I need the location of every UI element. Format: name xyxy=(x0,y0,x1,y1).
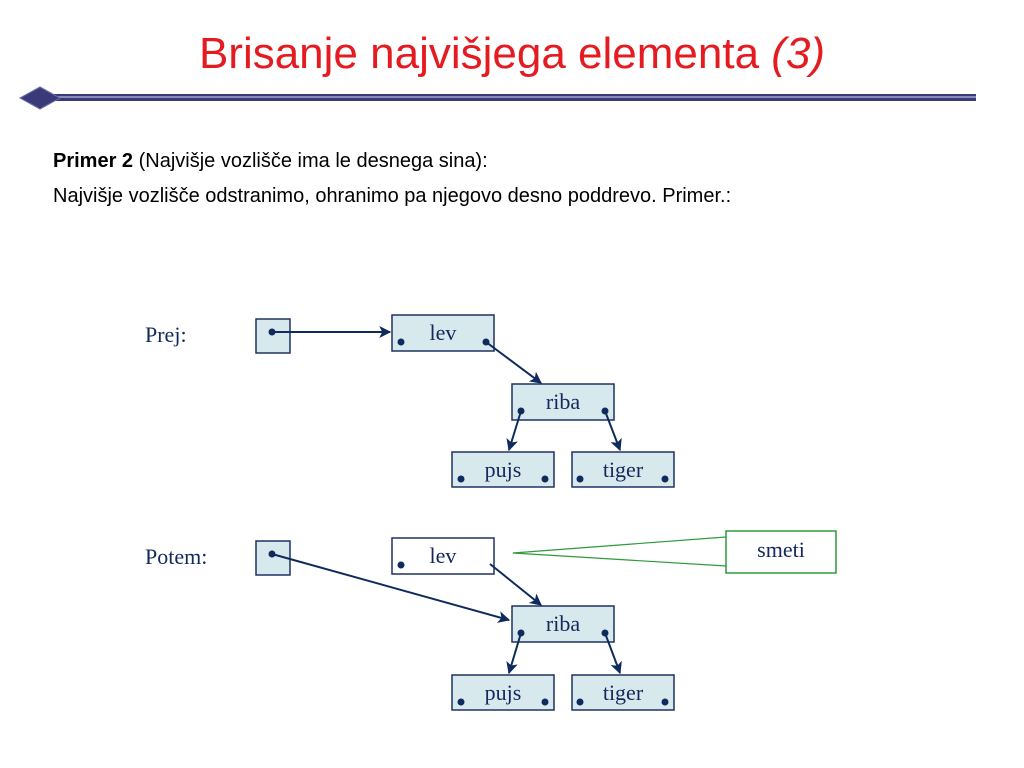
right-pointer-dot xyxy=(661,475,669,483)
pointer-box xyxy=(255,540,291,576)
left-pointer-dot xyxy=(517,629,525,637)
left-pointer-dot xyxy=(397,561,405,569)
node-label: riba xyxy=(546,611,580,636)
right-pointer-dot xyxy=(601,629,609,637)
left-pointer-dot xyxy=(576,475,584,483)
body-line-1: Primer 2 (Najvišje vozlišče ima le desne… xyxy=(53,144,731,179)
node-box xyxy=(571,451,675,488)
example-description: (Najvišje vozlišče ima le desnega sina): xyxy=(133,150,488,172)
slide-body: Primer 2 (Najvišje vozlišče ima le desne… xyxy=(53,144,731,214)
before-node-riba: riba xyxy=(511,383,615,421)
node-label: lev xyxy=(430,320,457,345)
after-pointer-box xyxy=(255,540,291,576)
left-pointer-dot xyxy=(457,698,465,706)
after-arrow-root-riba xyxy=(271,553,511,623)
right-pointer-dot xyxy=(482,338,490,346)
body-line-2: Najvišje vozlišče odstranimo, ohranimo p… xyxy=(53,185,732,207)
title-main: Brisanje najvišjega elementa xyxy=(198,29,760,78)
before-arrow-lev-riba xyxy=(485,341,542,384)
node-label: pujs xyxy=(485,680,522,705)
before-arrow-riba-pujs xyxy=(506,410,522,452)
node-label: riba xyxy=(546,389,580,414)
pointer-dot xyxy=(268,328,276,336)
node-label: lev xyxy=(430,543,457,568)
right-pointer-dot xyxy=(541,698,549,706)
pointer-dot xyxy=(268,550,276,558)
garbage-callout: smeti xyxy=(512,530,837,574)
node-label: pujs xyxy=(485,457,522,482)
right-pointer-dot xyxy=(661,698,669,706)
node-box xyxy=(451,674,555,711)
title-rule xyxy=(18,86,976,110)
callout-label: smeti xyxy=(757,537,805,562)
callout-line-bottom xyxy=(512,552,727,567)
right-pointer-dot xyxy=(541,475,549,483)
rule-bar xyxy=(54,94,976,101)
node-box xyxy=(571,674,675,711)
before-node-lev: lev xyxy=(391,314,495,352)
after-arrow-riba-pujs xyxy=(506,632,522,675)
after-node-lev: lev xyxy=(391,537,495,575)
left-pointer-dot xyxy=(576,698,584,706)
node-box xyxy=(511,383,615,421)
rule-highlight xyxy=(54,96,976,98)
node-box xyxy=(451,451,555,488)
after-label: Potem: xyxy=(145,544,207,569)
example-heading: Primer 2 xyxy=(53,150,134,172)
callout-line-top xyxy=(512,536,727,554)
after-node-pujs: pujs xyxy=(451,674,555,711)
node-box xyxy=(511,605,615,643)
after-arrow-lev-riba xyxy=(489,563,542,606)
left-pointer-dot xyxy=(457,475,465,483)
after-arrow-riba-tiger xyxy=(604,632,622,675)
title-suffix: (3) xyxy=(771,29,826,78)
node-label: tiger xyxy=(603,680,644,705)
node-label: tiger xyxy=(603,457,644,482)
rule-diamond xyxy=(18,86,62,110)
after-node-tiger: tiger xyxy=(571,674,675,711)
pointer-box xyxy=(255,318,291,354)
before-label: Prej: xyxy=(145,322,187,347)
slide-title: Brisanje najvišjega elementa (3) xyxy=(0,26,1024,82)
before-node-pujs: pujs xyxy=(451,451,555,488)
callout-box xyxy=(725,530,837,574)
node-box xyxy=(391,314,495,352)
left-pointer-dot xyxy=(397,338,405,346)
node-box xyxy=(391,537,495,575)
before-pointer-box xyxy=(255,318,291,354)
before-node-tiger: tiger xyxy=(571,451,675,488)
left-pointer-dot xyxy=(517,407,525,415)
before-arrow-riba-tiger xyxy=(604,410,622,452)
after-node-riba: riba xyxy=(511,605,615,643)
right-pointer-dot xyxy=(601,407,609,415)
